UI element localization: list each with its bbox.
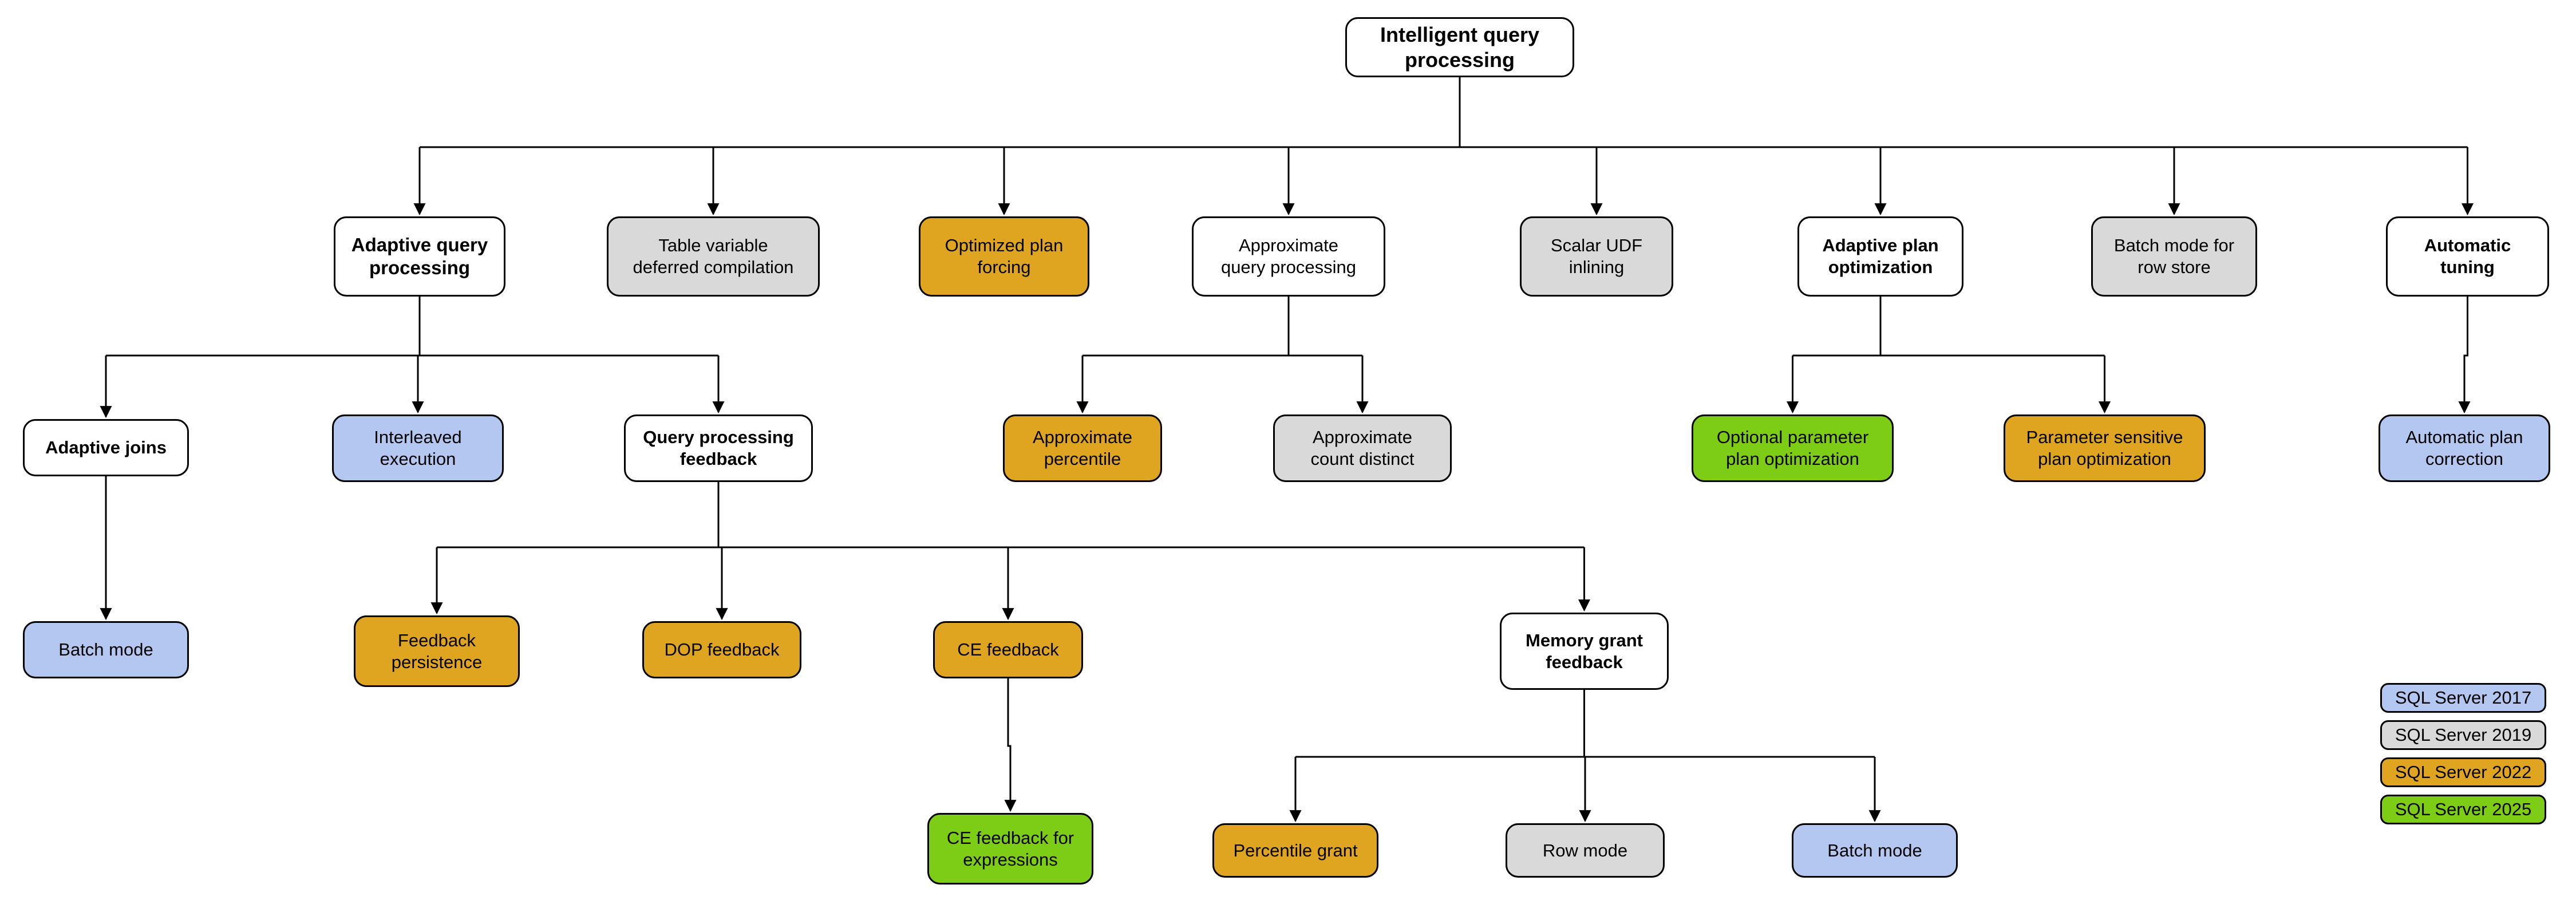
node-label: Automatic plan correction xyxy=(2405,427,2523,469)
node-label: Memory grant feedback xyxy=(1526,630,1643,672)
node-label: Adaptive plan optimization xyxy=(1822,235,1939,277)
node-apo[interactable]: Adaptive plan optimization xyxy=(1797,216,1963,297)
node-label: Batch mode xyxy=(1827,840,1922,860)
node-approxqp[interactable]: Approximate query processing xyxy=(1192,216,1385,297)
node-fbpers[interactable]: Feedback persistence xyxy=(354,615,520,687)
legend-item-sql-server-2022: SQL Server 2022 xyxy=(2380,757,2546,787)
node-apct[interactable]: Approximate percentile xyxy=(1003,414,1162,482)
legend-item-label: SQL Server 2019 xyxy=(2395,725,2532,745)
node-label: Optimized plan forcing xyxy=(945,235,1064,277)
node-label: Percentile grant xyxy=(1233,840,1358,860)
node-label: Feedback persistence xyxy=(391,630,483,672)
node-opf[interactable]: Optimized plan forcing xyxy=(919,216,1089,297)
legend-item-sql-server-2017: SQL Server 2017 xyxy=(2380,683,2546,713)
connector xyxy=(2458,297,2471,414)
node-label: Parameter sensitive plan optimization xyxy=(2026,427,2183,469)
node-dopfb[interactable]: DOP feedback xyxy=(642,621,801,678)
node-ajoins[interactable]: Adaptive joins xyxy=(23,419,189,476)
node-bmode2[interactable]: Batch mode xyxy=(1792,823,1958,878)
node-udf[interactable]: Scalar UDF inlining xyxy=(1520,216,1673,297)
node-label: Batch mode for row store xyxy=(2113,235,2235,277)
node-label: Adaptive joins xyxy=(45,437,167,458)
node-label: Adaptive query processing xyxy=(351,234,488,278)
node-cefbexpr[interactable]: CE feedback for expressions xyxy=(927,813,1093,885)
node-apcorr[interactable]: Automatic plan correction xyxy=(2379,414,2550,482)
node-label: Table variable deferred compilation xyxy=(633,235,794,277)
node-label: Intelligent query processing xyxy=(1380,22,1540,72)
node-rowmode[interactable]: Row mode xyxy=(1506,823,1665,878)
node-tvdc[interactable]: Table variable deferred compilation xyxy=(607,216,820,297)
legend-item-label: SQL Server 2017 xyxy=(2395,688,2532,708)
node-label: Scalar UDF inlining xyxy=(1550,235,1643,277)
node-label: DOP feedback xyxy=(664,639,780,660)
node-label: Optional parameter plan optimization xyxy=(1716,427,1869,469)
node-qpf[interactable]: Query processing feedback xyxy=(624,414,813,482)
node-label: Query processing feedback xyxy=(643,427,794,469)
node-acd[interactable]: Approximate count distinct xyxy=(1273,414,1452,482)
node-bmrs[interactable]: Batch mode for row store xyxy=(2091,216,2257,297)
legend-item-label: SQL Server 2022 xyxy=(2395,762,2532,782)
node-bmode1[interactable]: Batch mode xyxy=(23,621,189,678)
node-label: CE feedback xyxy=(957,639,1059,660)
legend-item-label: SQL Server 2025 xyxy=(2395,799,2532,819)
legend-item-sql-server-2025: SQL Server 2025 xyxy=(2380,795,2546,824)
node-label: Row mode xyxy=(1542,840,1628,860)
node-aqp[interactable]: Adaptive query processing xyxy=(334,216,505,297)
node-label: CE feedback for expressions xyxy=(946,827,1074,870)
node-autotune[interactable]: Automatic tuning xyxy=(2386,216,2549,297)
node-cefb[interactable]: CE feedback xyxy=(933,621,1083,678)
node-root[interactable]: Intelligent query processing xyxy=(1345,17,1574,77)
node-label: Approximate query processing xyxy=(1220,235,1357,277)
connector xyxy=(1004,678,1017,812)
node-oppo[interactable]: Optional parameter plan optimization xyxy=(1692,414,1894,482)
node-label: Automatic tuning xyxy=(2424,235,2511,277)
node-pctgrant[interactable]: Percentile grant xyxy=(1212,823,1378,878)
node-label: Interleaved execution xyxy=(374,427,462,469)
legend-item-sql-server-2019: SQL Server 2019 xyxy=(2380,720,2546,750)
node-label: Approximate count distinct xyxy=(1310,427,1415,469)
node-label: Approximate percentile xyxy=(1032,427,1133,469)
node-ilexec[interactable]: Interleaved execution xyxy=(332,414,504,482)
node-pspo[interactable]: Parameter sensitive plan optimization xyxy=(2004,414,2206,482)
node-mgf[interactable]: Memory grant feedback xyxy=(1500,613,1669,690)
node-label: Batch mode xyxy=(58,639,153,660)
